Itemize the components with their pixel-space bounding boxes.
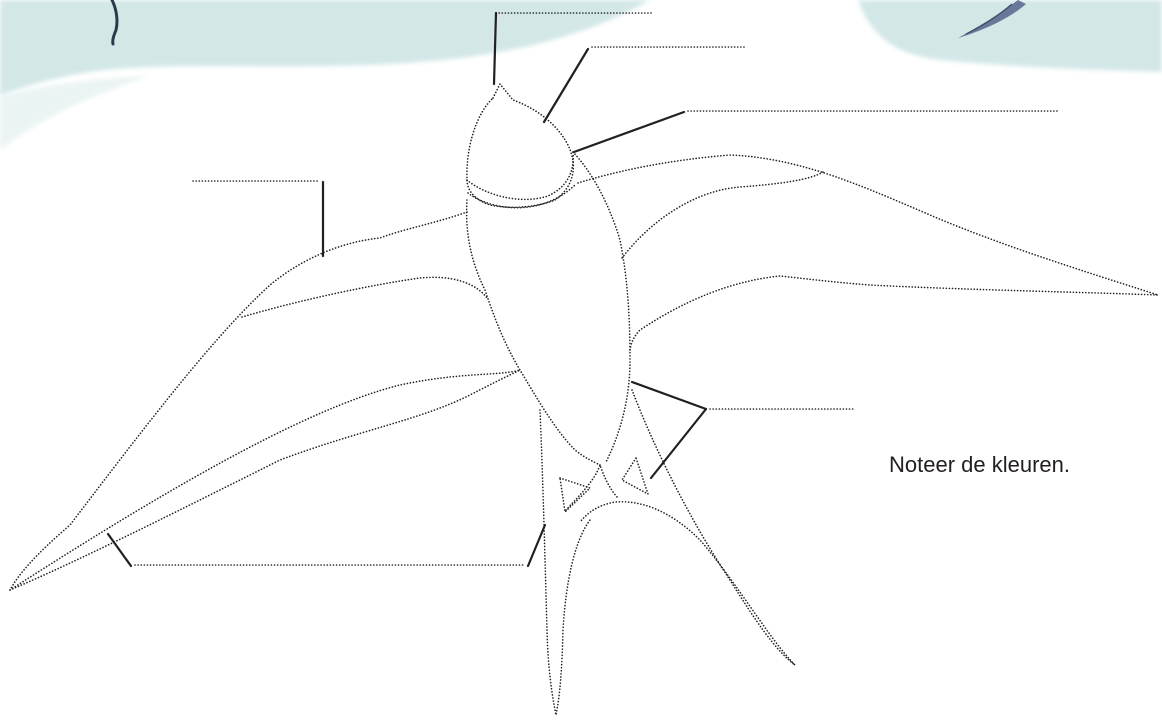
tail-left-streamer <box>540 410 590 715</box>
body-left-line <box>467 200 600 465</box>
leader-wing-underside-right <box>528 525 545 566</box>
left-wing-outline <box>10 212 520 590</box>
left-wing-primary-line <box>10 370 520 590</box>
right-wing-outline <box>578 155 1158 350</box>
swallow-outline <box>10 84 1158 715</box>
undertail-left-patch <box>560 478 590 512</box>
right-wing-covert-line <box>622 172 823 258</box>
face-line <box>467 152 573 199</box>
label-lines <box>108 13 1057 566</box>
left-wing-covert-line <box>242 277 487 317</box>
undertail-right-patch <box>622 458 648 494</box>
leader-forehead <box>544 49 588 122</box>
leader-belly-to-undertail <box>651 409 706 478</box>
head-outline <box>467 84 573 207</box>
body-right-line <box>573 152 630 462</box>
leader-throat <box>574 112 684 152</box>
instruction-text: Noteer de kleuren. <box>889 452 1070 478</box>
leader-belly-to-body <box>632 382 706 409</box>
